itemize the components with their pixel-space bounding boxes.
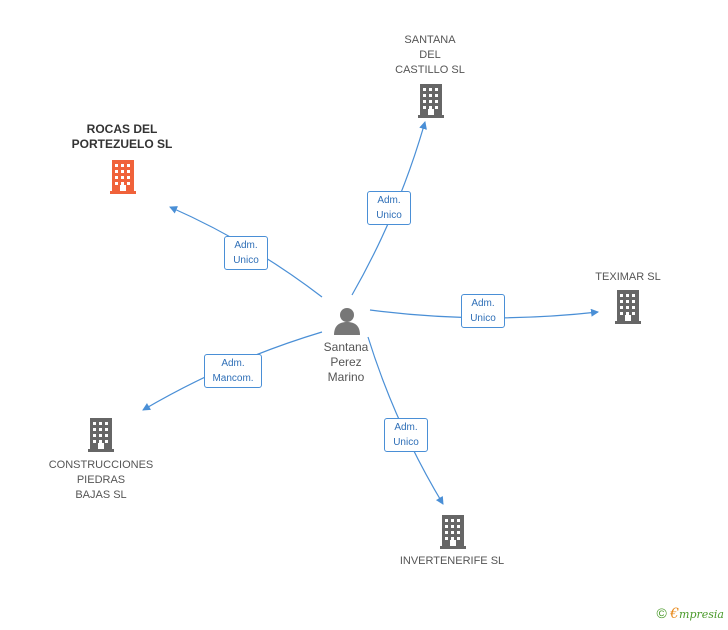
copyright-symbol: © [656, 605, 667, 621]
relation-label[interactable]: Adm. Mancom. [204, 354, 262, 388]
building-icon[interactable] [440, 515, 470, 554]
person-name[interactable]: Santana Perez Marino [323, 340, 369, 384]
brand-initial: € [670, 606, 680, 622]
empresia-watermark: © €mpresia [656, 605, 724, 622]
company-name[interactable]: TEXIMAR SL [595, 271, 661, 283]
person-icon[interactable] [332, 305, 362, 335]
company-name[interactable]: CONSTRUCCIONES PIEDRAS BAJAS SL [48, 459, 154, 501]
company-name[interactable]: SANTANA DEL CASTILLO SL [395, 34, 465, 76]
brand-name: mpresia [679, 608, 724, 621]
building-icon[interactable] [110, 160, 140, 199]
company-name[interactable]: ROCAS DEL PORTEZUELO SL [71, 122, 173, 151]
company-name[interactable]: INVERTENERIFE SL [399, 555, 505, 567]
relation-label[interactable]: Adm. Unico [367, 191, 411, 225]
relation-label[interactable]: Adm. Unico [384, 418, 428, 452]
building-icon[interactable] [418, 84, 448, 123]
building-icon[interactable] [88, 418, 118, 457]
relation-label[interactable]: Adm. Unico [461, 294, 505, 328]
building-icon[interactable] [615, 290, 645, 329]
relation-label[interactable]: Adm. Unico [224, 236, 268, 270]
